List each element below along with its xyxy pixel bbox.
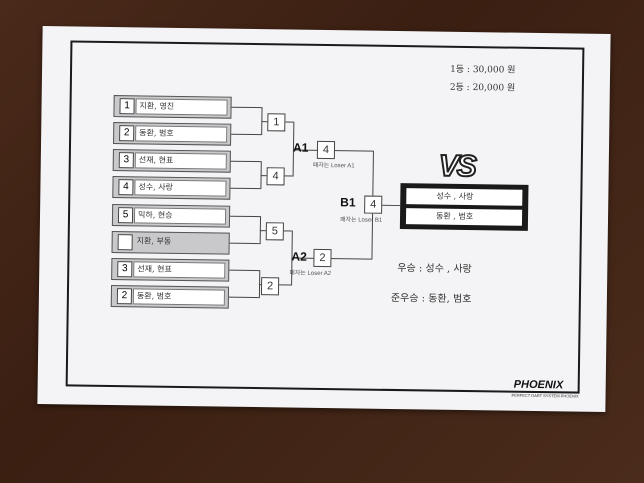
seed-box: 3 (118, 152, 134, 169)
match-label-a1: A1 (292, 140, 309, 155)
winner-text: 우승 : 성수 , 사랑 (397, 263, 472, 276)
slot-8: 2 동환, 범호 (110, 285, 230, 309)
slot-4: 4 성수, 사랑 (112, 176, 231, 200)
round-box-b1: 4 (364, 195, 383, 214)
phoenix-logo: PHOENIX (513, 378, 564, 392)
slot-1: 1 지환, 영진 (113, 95, 232, 119)
team-names: 지환, 영진 (135, 98, 228, 116)
seed-box (117, 234, 133, 251)
slot-6: 지환, 부동 (111, 231, 230, 255)
team-names: 선재, 현표 (133, 261, 226, 279)
team-names: 선재, 현표 (134, 152, 227, 170)
seed-box: 1 (119, 98, 135, 115)
finalist-top: 성수 , 사랑 (406, 188, 523, 206)
match-label-b1: B1 (340, 195, 356, 210)
vs-logo: VS (438, 149, 476, 184)
slot-5: 5 믹하, 현승 (111, 204, 231, 228)
round-box: 4 (266, 167, 285, 186)
seed-box: 3 (117, 261, 133, 278)
round-box-a2: 2 (313, 248, 332, 268)
final-match: 성수 , 사랑 동환 , 범호 (399, 183, 529, 231)
team-names: 지환, 부동 (136, 236, 172, 246)
team-names: 동환, 범호 (135, 125, 228, 143)
loser-note-a1: 패자는 Loser A1 (312, 162, 355, 170)
round-box-a1: 4 (316, 140, 336, 160)
match-label-a2: A2 (291, 249, 307, 264)
seed-box: 5 (117, 207, 134, 224)
round-box: 2 (260, 277, 280, 296)
phoenix-tagline: PERFECT DART SYSTEM PHOENIX (511, 392, 579, 399)
loser-note-a2: 패자는 Loser A2 (289, 270, 332, 278)
seed-box: 4 (118, 179, 134, 196)
team-names: 성수, 사랑 (134, 179, 227, 197)
prize-second: 2등 : 20,000 원 (449, 82, 516, 94)
round-box: 5 (265, 222, 284, 241)
team-names: 동환, 범호 (132, 288, 226, 306)
slot-3: 3 선재, 현표 (112, 149, 231, 173)
slot-7: 3 선재, 현표 (111, 258, 230, 282)
runner-up-text: 준우승 : 동환, 범호 (390, 292, 472, 306)
bracket-sheet: 1등 : 30,000 원 2등 : 20,000 원 1 지환, 영진 2 동… (37, 26, 611, 412)
seed-box: 2 (116, 288, 133, 305)
seed-box: 2 (119, 125, 135, 142)
loser-note-b1: 패자는 Loser B1 (339, 217, 383, 224)
slot-2: 2 동환, 범호 (113, 122, 232, 146)
finalist-bottom: 동환 , 범호 (405, 208, 523, 226)
team-names: 믹하, 현승 (133, 207, 227, 225)
prize-first: 1등 : 30,000 원 (450, 64, 516, 76)
round-box: 1 (267, 113, 286, 132)
